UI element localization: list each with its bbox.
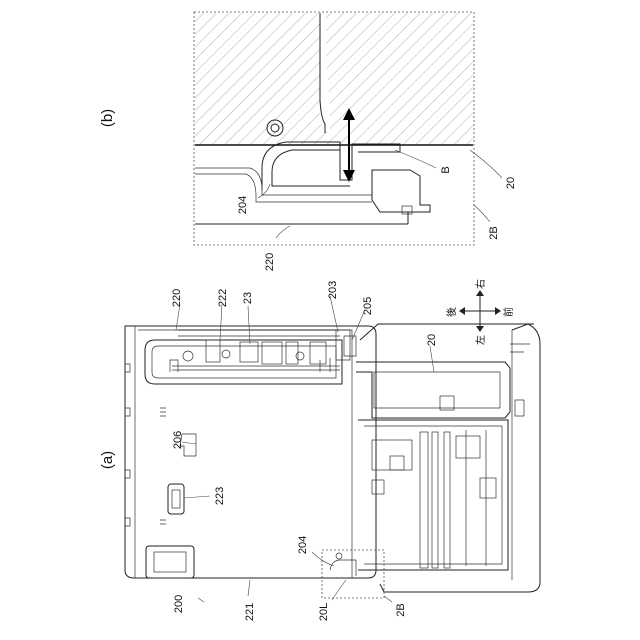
leader-200: [198, 598, 204, 602]
direction-arrow-back-icon: [459, 307, 465, 315]
leader-2Bb: [474, 205, 490, 222]
cassette-body-inner: [364, 426, 502, 564]
direction-indicator: [459, 290, 501, 332]
label-221: 221: [244, 603, 256, 621]
leader-20b: [470, 150, 502, 178]
leader-204a: [312, 552, 334, 566]
label-2B-a: 2B: [395, 603, 407, 616]
part-203: [336, 330, 350, 360]
direction-right: 右: [474, 279, 487, 289]
label-205: 205: [362, 297, 374, 315]
gear-train-23: [170, 340, 340, 372]
cover-detail: [510, 344, 530, 352]
leader-20a: [430, 346, 434, 372]
stopper-block: [372, 170, 430, 212]
stopper-tab: [402, 206, 412, 214]
bottom-bracket: [146, 546, 194, 578]
label-200: 200: [173, 595, 185, 613]
housing-notches: [125, 364, 130, 526]
leader-221: [248, 580, 250, 596]
leader-204b: [258, 184, 270, 198]
direction-arrow-front-icon: [495, 307, 501, 315]
label-220-b: 220: [264, 253, 276, 271]
part-223-inner: [172, 490, 180, 508]
lever-pivot: [336, 553, 342, 559]
label-204-b: 204: [237, 196, 249, 214]
direction-back: 後: [445, 307, 458, 317]
leader-203: [330, 296, 338, 332]
label-220-a: 220: [171, 289, 183, 307]
panel-label-b: (b): [99, 109, 116, 127]
label-206: 206: [172, 431, 184, 449]
leader-2Ba: [384, 596, 392, 602]
leader-23: [248, 306, 250, 344]
leader-220b: [276, 226, 290, 238]
cassette-20-head: [356, 362, 510, 418]
cover-edge-top: [360, 324, 534, 340]
cassette-20-head-inner: [374, 372, 500, 408]
bottom-bracket-inner: [154, 552, 186, 572]
detail-callout-2B: [322, 550, 384, 598]
leader-20L: [332, 580, 346, 600]
wall-edge: [320, 13, 325, 133]
label-222: 222: [217, 289, 229, 307]
hook-204: [262, 142, 350, 190]
cassette-body: [358, 420, 508, 570]
leader-222: [220, 304, 222, 340]
panel-label-a: (a): [99, 451, 116, 469]
leader-B: [395, 150, 436, 168]
label-20-a: 20: [426, 334, 438, 346]
label-203: 203: [327, 281, 339, 299]
direction-front: 前: [502, 307, 515, 317]
label-2B-b: 2B: [488, 226, 500, 239]
label-20-b: 20: [505, 177, 517, 189]
small-marks-2: [160, 520, 166, 524]
label-23: 23: [242, 292, 254, 304]
small-marks-1: [160, 408, 166, 416]
tray-inner: [195, 174, 372, 202]
direction-arrow-left-icon: [476, 326, 484, 332]
direction-left: 左: [474, 335, 487, 345]
leader-223: [184, 496, 210, 498]
label-20L: 20L: [318, 603, 330, 621]
label-B-b: B: [440, 166, 452, 173]
direction-arrow-right-icon: [476, 290, 484, 296]
cover-handle: [515, 400, 524, 416]
housing-outline: [125, 326, 376, 578]
cassette-rails: [372, 430, 496, 568]
label-204-a: 204: [297, 536, 309, 554]
leader-206: [182, 442, 196, 444]
label-223: 223: [214, 487, 226, 505]
part-223: [168, 484, 184, 514]
